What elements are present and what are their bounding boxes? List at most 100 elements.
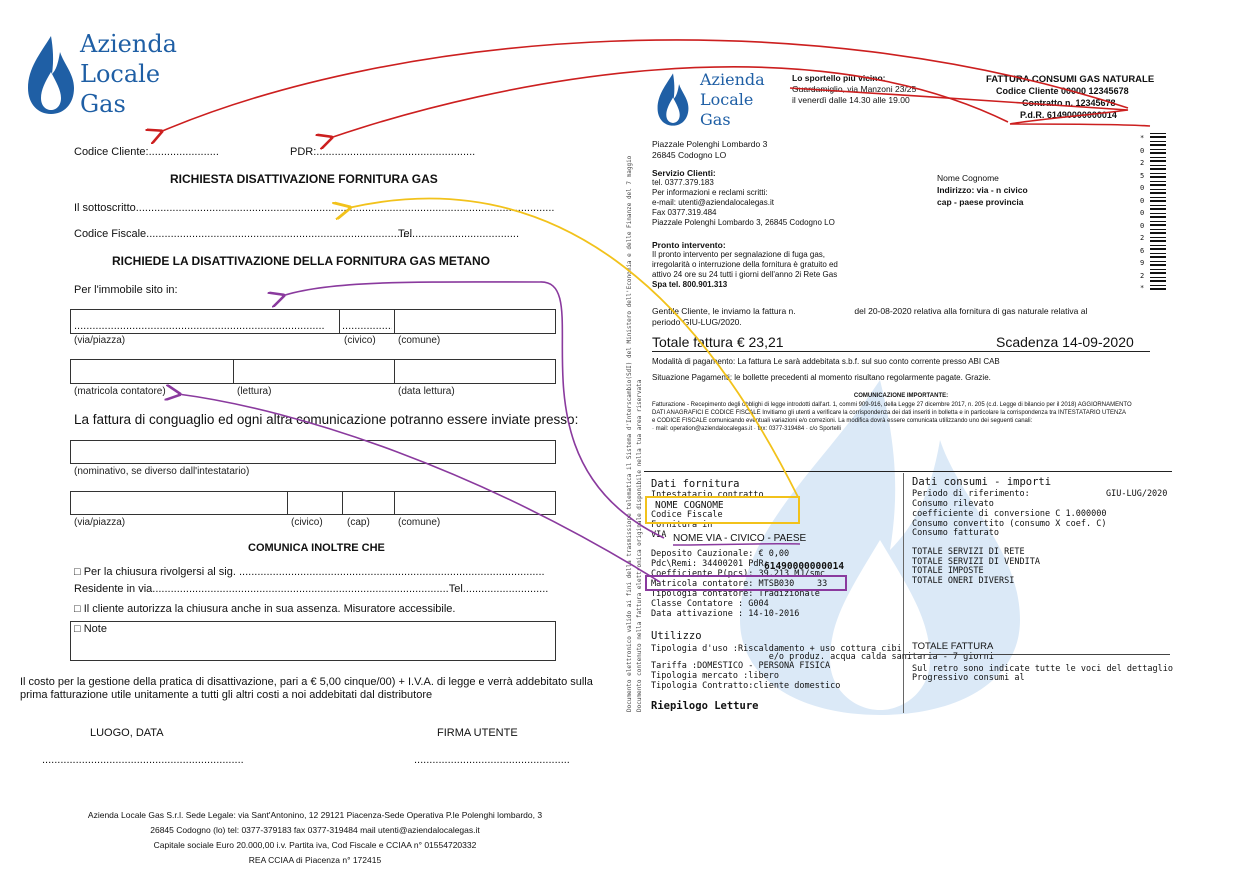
codice-fiscale-field[interactable]: Codice Fiscale..........................… [74, 228, 413, 240]
totale-fattura-label: TOTALE FATTURA [912, 641, 994, 652]
invoice-logo-line3: Gas [700, 110, 731, 129]
totale-oneri: TOTALE ONERI DIVERSI [912, 576, 1015, 586]
purple-highlight-box [645, 575, 847, 591]
gentile-cliente-text: Gentile Cliente, le inviamo la fattura n… [652, 306, 1088, 327]
footer-line2: 26845 Codogno (lo) tel: 0377-379183 fax … [150, 825, 480, 835]
purple-arrow-matricola [178, 394, 661, 583]
note-box[interactable] [70, 621, 556, 661]
cap-label: (cap) [347, 517, 370, 528]
civico2-label: (civico) [291, 517, 323, 528]
section-title-richiede: RICHIEDE LA DISATTIVAZIONE DELLA FORNITU… [112, 254, 490, 268]
invoice-flame-logo-icon [657, 73, 689, 126]
nome-cognome: NOME COGNOME [655, 500, 724, 511]
address-box[interactable] [70, 309, 556, 334]
retro-note: Sul retro sono indicate tutte le voci de… [912, 664, 1173, 674]
sottoscritto-field[interactable]: Il sottoscritto.........................… [74, 202, 554, 214]
coefficiente: Coefficiente P(pcs): 39.213 MJ/smc [651, 569, 825, 579]
tel-field[interactable]: Tel................................... [398, 228, 520, 240]
conguaglio-text: La fattura di conguaglio ed ogni altra c… [74, 412, 579, 427]
nominativo-box[interactable] [70, 440, 556, 464]
modalita-pagamento: Modalità di pagamento: La fattura Le sar… [652, 357, 1000, 366]
costo-line2: prima fatturazione utile unitamente a tu… [20, 689, 433, 701]
classe-contatore: Classe Contatore : G004 [651, 599, 769, 609]
tipologia-uso: Tipologia d'uso :Riscaldamento + uso cot… [651, 644, 902, 654]
totale-fattura: Totale fattura € 23,21 [652, 334, 784, 350]
coefficiente-conversione: coefficiente di conversione C 1.000000 [912, 509, 1107, 519]
logo-text-line1: Azienda [80, 30, 177, 58]
consumo-convertito: Consumo convertito (consumo X coef. C) [912, 519, 1107, 529]
utilizzo-title: Utilizzo [651, 630, 702, 642]
nominativo-label: (nominativo, se diverso dall'intestatari… [74, 466, 250, 477]
via-dots: ........................................… [74, 320, 325, 332]
tipologia-mercato: Tipologia mercato :libero [651, 671, 779, 681]
data-lettura-label: (data lettura) [398, 386, 455, 397]
purple-arrow-address [282, 281, 665, 539]
pdr-value: 61490000000014 [764, 561, 845, 572]
luogo-field[interactable]: ........................................… [42, 754, 244, 766]
matricola-label: (matricola contatore) [74, 386, 166, 397]
matricola-contatore: Matricola contatore: MTSB030 [651, 579, 795, 589]
invoice-contratto: Contratto n. 12345678 [1022, 98, 1116, 108]
firma-field[interactable]: ........................................… [414, 754, 570, 766]
chiusura-field[interactable]: □ Per la chiusura rivolgersi al sig. ...… [74, 566, 544, 578]
costo-line1: Il costo per la gestione della pratica d… [20, 676, 593, 688]
autorizza-checkbox[interactable]: □ Il cliente autorizza la chiusura anche… [74, 603, 456, 615]
yellow-highlight-box [645, 496, 800, 524]
situazione-pagamenti: Situazione Pagamenti: le bollette preced… [652, 373, 991, 382]
form-title: RICHIESTA DISATTIVAZIONE FORNITURA GAS [170, 172, 438, 186]
footer-line3: Capitale sociale Euro 20.000,00 i.v. Par… [153, 840, 477, 850]
luogo-label: LUOGO, DATA [90, 727, 164, 739]
tipologia-contratto: Tipologia Contratto:cliente domestico [651, 681, 841, 691]
footer-line1: Azienda Locale Gas S.r.l. Sede Legale: v… [87, 810, 543, 820]
invoice-pdr: P.d.R. 61490000000014 [1020, 110, 1117, 120]
comune2-label: (comune) [398, 517, 441, 528]
via2-label: (via/piazza) [74, 517, 126, 528]
consumo-fatturato: Consumo fatturato [912, 528, 999, 538]
comunicazione-text: Fatturazione - Recepimento degli obbligh… [652, 402, 1132, 432]
periodo-value: GIU-LUG/2020 [1106, 489, 1168, 499]
totale-servizi-vendita: TOTALE SERVIZI DI VENDITA [912, 557, 1040, 567]
purple-underline [672, 542, 801, 546]
tipologia-contatore: Tipologia contatore: Tradizionale [651, 589, 820, 599]
servizio-clienti: Servizio Clienti: tel. 0377.379.183 Per … [652, 168, 835, 227]
codice-fiscale: Codice Fiscale [651, 510, 723, 520]
lettura-label: (lettura) [237, 386, 272, 397]
codice-cliente-field[interactable]: Codice Cliente:....................... [74, 146, 219, 158]
company-address: Piazzale Polenghi Lombardo 3 26845 Codog… [652, 139, 768, 160]
sportello-info: Lo sportello più vicino: Guardamiglio, v… [792, 73, 917, 105]
invoice-title: FATTURA CONSUMI GAS NATURALE [986, 74, 1155, 85]
flame-logo-icon [28, 36, 74, 114]
periodo-label: Periodo di riferimento: [912, 489, 1030, 499]
red-arrow-codice [160, 39, 1129, 132]
tipologia-uso-2: e/o produz. acqua calda sanitaria - 7 gi… [651, 652, 994, 662]
pdr-field[interactable]: PDR:....................................… [290, 146, 476, 158]
civico-dots: ................... [342, 320, 392, 332]
barcode-icon [1150, 132, 1166, 290]
pronto-intervento: Pronto intervento: Il pronto intervento … [652, 240, 838, 289]
totale-servizi-rete: TOTALE SERVIZI DI RETE [912, 547, 1025, 557]
residente-field[interactable]: Residente in via........................… [74, 583, 549, 595]
meter-box[interactable] [70, 359, 556, 384]
address2-box[interactable] [70, 491, 556, 515]
footer: Azienda Locale Gas S.r.l. Sede Legale: v… [0, 808, 630, 868]
yellow-arrow [348, 197, 799, 498]
civico-label: (civico) [344, 335, 376, 346]
red-arrow-pdr [330, 66, 1009, 138]
scadenza: Scadenza 14-09-2020 [996, 334, 1134, 350]
riepilogo-letture: Riepilogo Letture [651, 700, 759, 712]
pdc-remi: Pdc\Remi: 34400201 PdR: [651, 559, 769, 569]
dati-consumi-title: Dati consumi - importi [912, 476, 1052, 488]
footer-line4: REA CCIAA di Piacenza n° 172415 [248, 855, 382, 865]
invoice-logo-line2: Locale [700, 90, 754, 109]
red-underline [789, 87, 1151, 127]
progressivo-consumi: Progressivo consumi al [912, 673, 1025, 683]
matricola-end: 33 [817, 579, 828, 589]
watermark-flame-icon [740, 380, 1020, 715]
dati-fornitura-title: Dati fornitura [651, 478, 740, 490]
fornitura-in-label: Fornitura in [651, 520, 713, 530]
consumo-rilevato: Consumo rilevato [912, 499, 994, 509]
customer-address: Nome Cognome Indirizzo: via - n civico c… [937, 173, 1028, 207]
note-label: □ Note [74, 623, 107, 635]
logo-text-line2: Locale [80, 60, 161, 88]
comunicazione-title: COMUNICAZIONE IMPORTANTE: [853, 393, 949, 399]
